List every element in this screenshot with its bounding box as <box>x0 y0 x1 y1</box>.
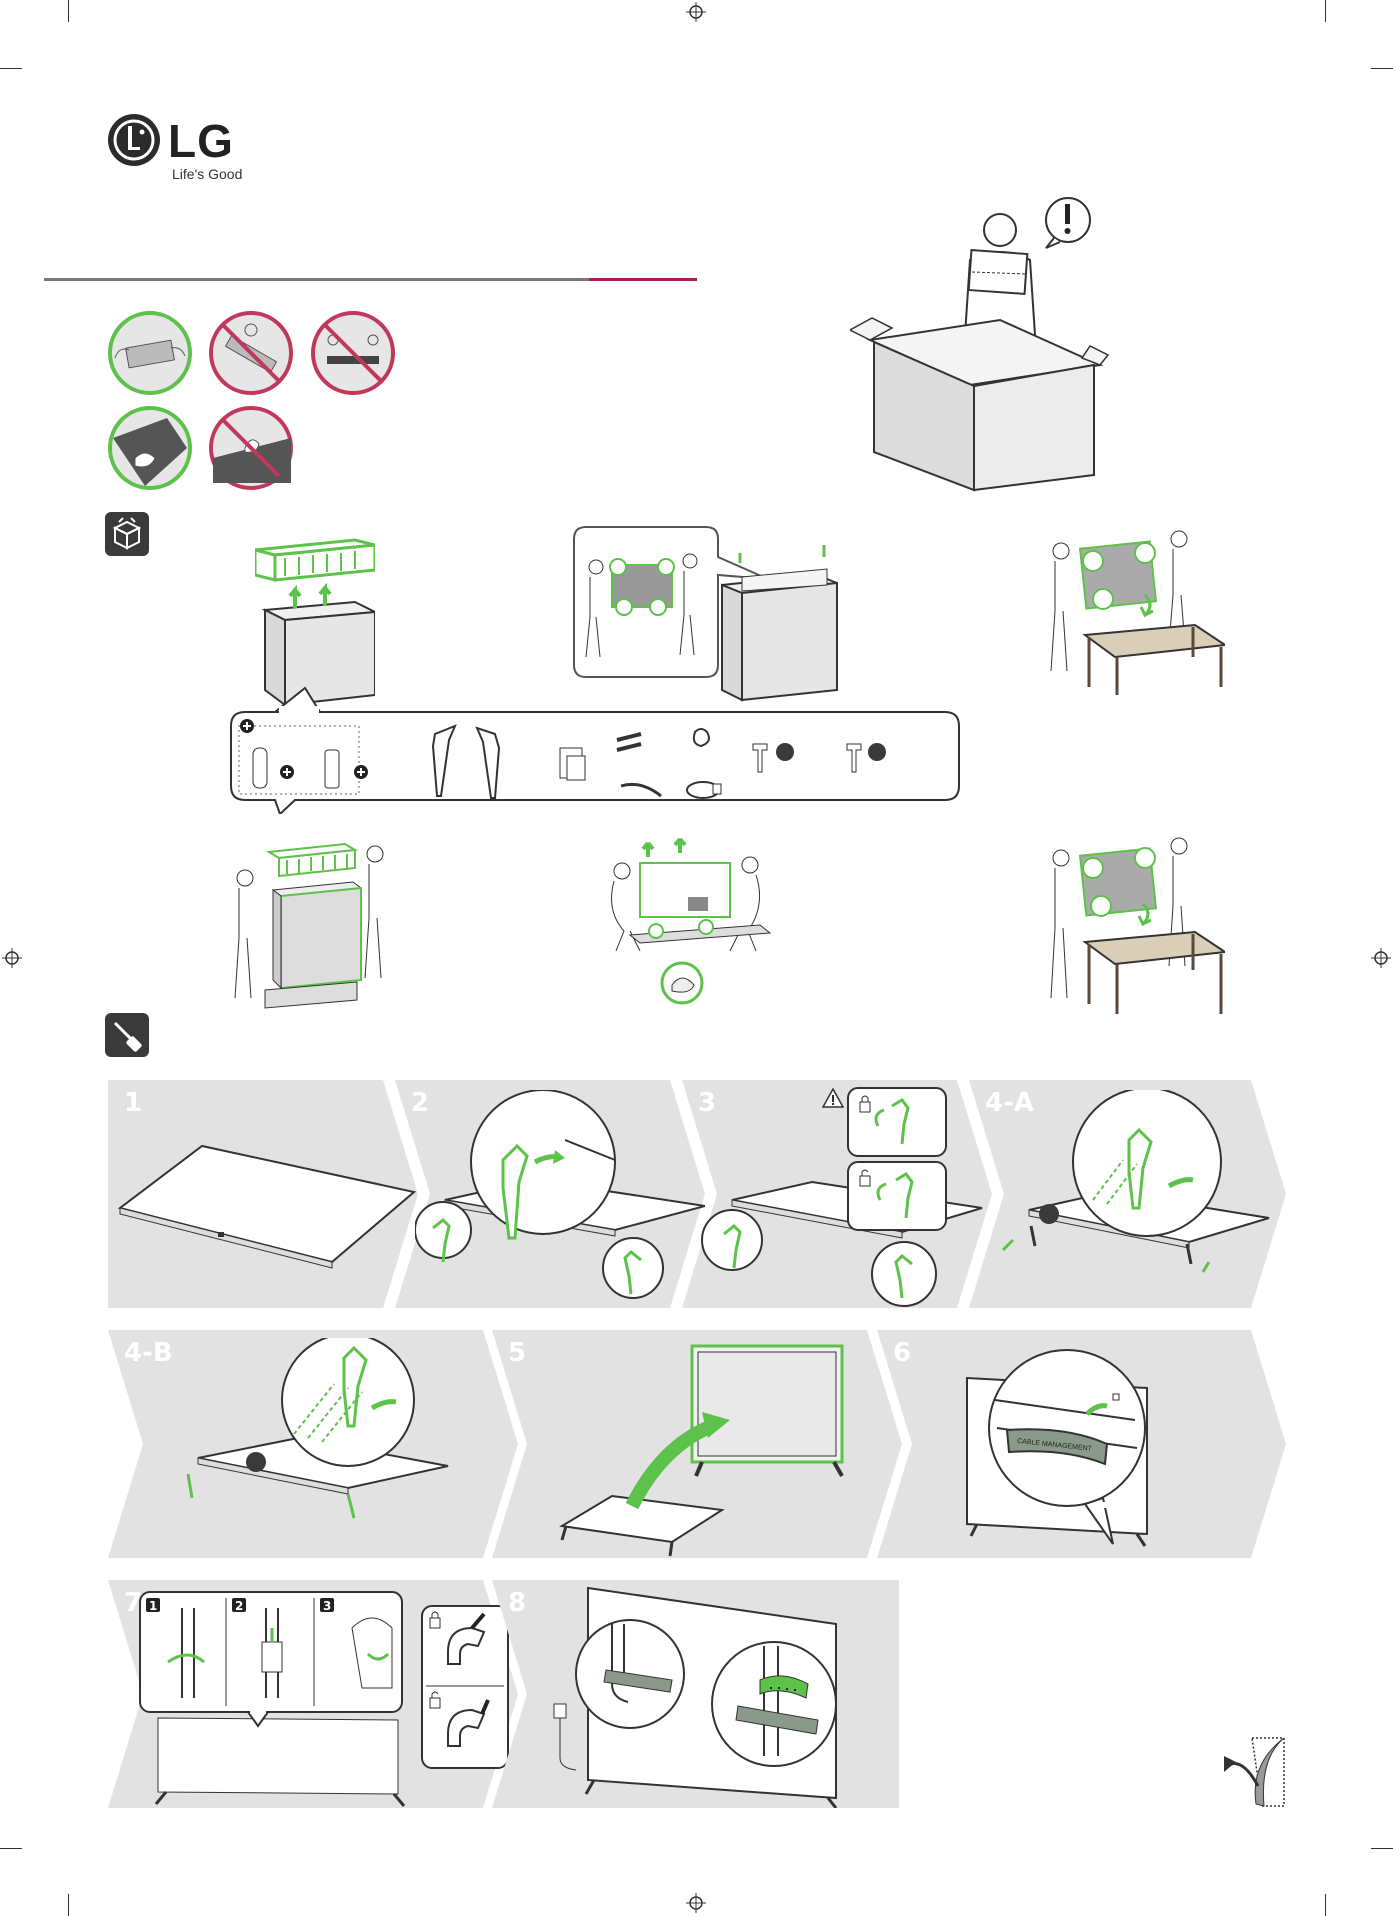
sub-step-number: 3 <box>323 1599 331 1613</box>
step-number: 5 <box>508 1338 526 1368</box>
screw-stand-a-illustration <box>989 1090 1279 1308</box>
step-number: 1 <box>124 1088 142 1118</box>
crop-mark <box>0 1848 22 1849</box>
stand-tv-upright-illustration <box>552 1338 902 1558</box>
step-panel-6: 6 CABLE MANAGEMENT <box>877 1330 1286 1558</box>
crop-mark <box>0 68 22 69</box>
lift-tv-from-box-illustration <box>572 525 847 705</box>
prohibited-press-screen <box>211 408 291 488</box>
tv-face-down-illustration <box>118 1142 418 1272</box>
crop-mark <box>1371 68 1393 69</box>
handling-guidelines <box>105 308 405 493</box>
cable-clip-icon <box>694 729 709 746</box>
unboxing-icon <box>105 512 149 556</box>
lg-face-icon <box>106 112 162 168</box>
screwdriver-icon <box>105 1013 149 1057</box>
crop-mark <box>1325 0 1326 22</box>
page-turn-icon <box>1222 1730 1286 1808</box>
prohibited-lift-top <box>211 313 291 393</box>
crop-mark <box>68 1894 69 1916</box>
lift-tv-from-tray-illustration <box>600 835 785 1010</box>
step-panel-3: 3 <box>682 1080 992 1308</box>
place-on-table-illustration-alt <box>1045 832 1225 1022</box>
registration-mark-icon <box>2 948 22 968</box>
step-number: 4-B <box>124 1338 173 1368</box>
lift-box-sleeve-illustration <box>225 830 385 1015</box>
correct-hold-edge <box>110 408 190 488</box>
registration-mark-icon <box>1371 948 1391 968</box>
brand-tagline: Life's Good <box>172 166 242 182</box>
step-panel-7: 7 1 2 3 <box>108 1580 518 1808</box>
step-panel-4b: 4-B <box>108 1330 518 1558</box>
step-number: 6 <box>893 1338 911 1368</box>
attach-cable-management-illustration: CABLE MANAGEMENT <box>917 1338 1257 1558</box>
prohibited-lift-flat <box>313 313 393 393</box>
attach-stand-illustration <box>415 1090 705 1308</box>
correct-lift-example <box>110 313 190 393</box>
step-number: 8 <box>508 1588 526 1618</box>
title-rule <box>44 278 589 281</box>
manual-icon <box>560 748 585 780</box>
step-panel-5: 5 <box>492 1330 902 1558</box>
crop-mark <box>1371 1848 1393 1849</box>
step-panel-1: 1 <box>108 1080 418 1308</box>
crop-mark <box>1325 1894 1326 1916</box>
route-cables-illustration <box>532 1584 892 1808</box>
brand-name: LG <box>168 114 234 168</box>
place-on-table-illustration <box>1045 525 1225 695</box>
sub-step-number: 1 <box>149 1599 157 1613</box>
crop-mark <box>68 0 69 22</box>
screw-stand-b-illustration <box>168 1338 518 1558</box>
step-panel-4a: 4-A <box>969 1080 1286 1308</box>
step-panel-8: 8 <box>492 1580 899 1808</box>
read-instructions-illustration <box>850 190 1110 495</box>
registration-mark-icon <box>686 2 706 22</box>
cable-clip-steps-illustration: 1 2 3 <box>138 1588 518 1808</box>
registration-mark-icon <box>686 1893 706 1913</box>
step-panel-2: 2 <box>395 1080 705 1308</box>
remove-top-packing-illustration <box>255 520 375 710</box>
accessory-parts-callout <box>225 686 965 814</box>
lock-stand-illustration <box>692 1086 992 1308</box>
title-rule-accent <box>589 278 697 281</box>
brand-logo: LG Life's Good <box>106 110 306 185</box>
sub-step-number: 2 <box>235 1599 243 1613</box>
caution-exclamation-icon <box>1065 204 1071 234</box>
